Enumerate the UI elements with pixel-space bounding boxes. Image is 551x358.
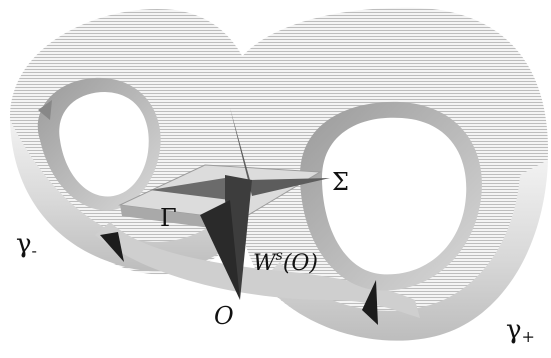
manifold-wedge	[150, 108, 330, 300]
right-flow-arrow	[362, 280, 378, 325]
label-origin: O	[214, 302, 234, 330]
left-hole	[37, 77, 161, 211]
label-stable-manifold: Ws(O)	[253, 248, 318, 276]
right-hole	[300, 101, 482, 291]
left-flow-arrow	[100, 232, 124, 262]
label-sigma: Σ	[332, 168, 349, 196]
label-gamma-plus: γ+	[506, 315, 535, 346]
top-left-flow-arrow	[38, 100, 52, 120]
lower-connecting-band	[95, 222, 420, 318]
label-capital-gamma: Γ	[160, 204, 177, 232]
label-gamma-minus: γ-	[16, 229, 37, 260]
